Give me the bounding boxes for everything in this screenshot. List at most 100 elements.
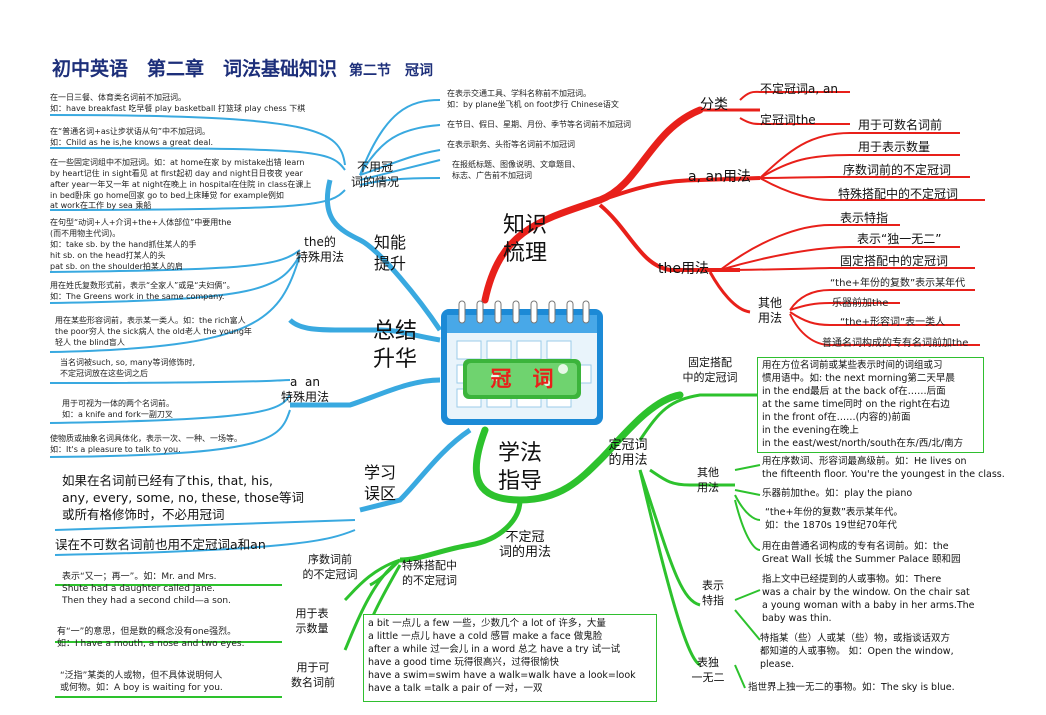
branch-knowledge: 知识 梳理 bbox=[502, 213, 547, 266]
fixed-text-6: in the evening在晚上 bbox=[762, 425, 859, 436]
other-item-1: “the+年份的复数”表示某年代 bbox=[830, 278, 966, 289]
countable-text-1: “泛指”某类的人或物，但不具体说明何人 bbox=[60, 671, 223, 681]
special-text-1: a bit 一点儿 a few 一些，少数几个 a lot of 许多，大量 bbox=[368, 618, 606, 629]
the-special-1c: 如：take sb. by the hand抓住某人的手 bbox=[50, 240, 197, 249]
a-an-special-3b: 如：It's a pleasure to talk to you. bbox=[50, 445, 181, 454]
no-article-left-3c: after year一年又一年 at night在晚上 in hospital在… bbox=[50, 180, 312, 189]
the-other-use-label: 其他 用法 bbox=[757, 296, 782, 325]
special-collocation-box bbox=[363, 614, 657, 702]
quantity-label: 用于表 示数量 bbox=[295, 607, 329, 635]
def-other-4b: Great Wall 长城 the Summer Palace 颐和园 bbox=[762, 554, 961, 565]
no-article-label: 不用冠 词的情况 bbox=[350, 160, 399, 189]
def-other-label: 其他 用法 bbox=[697, 466, 719, 494]
fixed-text-3: in the end最后 at the back of在……后面 bbox=[762, 386, 946, 397]
a-an-special-2b: 如：a knife and fork一副刀叉 bbox=[62, 410, 173, 419]
no-article-right-2: 在节日、假日、星期、月份、季节等名词前不加冠词 bbox=[447, 120, 631, 129]
branch-ability: 知能 提升 bbox=[373, 233, 406, 273]
branch-mistake: 学习 误区 bbox=[363, 463, 396, 503]
mistake-2: 误在不可数名词前也用不定冠词a和an bbox=[55, 537, 266, 552]
no-article-right-1a: 在表示交通工具、学科名称前不加冠词。 bbox=[447, 89, 591, 98]
ordinal-text-1: 表示“又一；再一”。如：Mr. and Mrs. bbox=[62, 572, 217, 582]
a-an-special-1a: 当名词被such, so, many等词修饰时, bbox=[60, 358, 195, 367]
quantity-text-1: 有“一”的意思，但是数的概念没有one强烈。 bbox=[57, 627, 237, 637]
specific-label: 表示 特指 bbox=[702, 579, 724, 607]
def-article: 定冠词the bbox=[760, 113, 816, 127]
no-article-right-4a: 在报纸标题、图像说明、文章题目、 bbox=[452, 160, 580, 169]
a-an-item-2: 用于表示数量 bbox=[858, 140, 931, 154]
no-article-left-2b: 如：Child as he is,he knows a great deal. bbox=[50, 138, 213, 147]
no-article-left-3d: in bed卧床 go home回家 go to bed上床睡觉 for exa… bbox=[50, 191, 284, 200]
other-item-2: 乐器前加the bbox=[832, 298, 889, 309]
def-other-2: 乐器前加the。如：play the piano bbox=[762, 488, 913, 499]
fixed-text-4: at the same time同时 on the right在右边 bbox=[762, 399, 950, 410]
unique-label: 表独 一无二 bbox=[691, 656, 725, 684]
special-text-3: after a while 过一会儿 in a word 总之 have a t… bbox=[368, 644, 621, 655]
specific-1a: 指上文中已经提到的人或事物。如：There bbox=[762, 574, 942, 585]
fixed-text-7: in the east/west/north/south在东/西/北/南方 bbox=[762, 438, 964, 449]
a-an-item-1: 用于可数名词前 bbox=[858, 118, 943, 132]
other-item-3: “the+形容词”表一类人 bbox=[840, 317, 946, 328]
the-item-3: 固定搭配中的定冠词 bbox=[840, 254, 949, 268]
a-an-special-3a: 使物质或抽象名词具体化，表示一次、一种、一场等。 bbox=[50, 434, 242, 443]
unique-text: 指世界上独一无二的事物。如：The sky is blue. bbox=[748, 682, 955, 693]
classify-label: 分类 bbox=[700, 97, 728, 113]
no-article-left-3a: 在一些固定词组中不加冠词。如：at home在家 by mistake出错 le… bbox=[50, 158, 305, 167]
the-special-1b: (而不用物主代词)。 bbox=[50, 229, 121, 238]
countable-label: 用于可 数名词前 bbox=[291, 661, 335, 689]
no-article-right-3: 在表示职务、头衔等名词前不加冠词 bbox=[447, 140, 575, 149]
page-title: 初中英语 第二章 词法基础知识第二节 冠词 bbox=[52, 54, 433, 81]
fixed-label: 固定搭配 中的定冠词 bbox=[682, 356, 738, 384]
mistake-1b: any, every, some, no, these, those等词 bbox=[62, 490, 305, 505]
specific-1b: was a chair by the window. On the chair … bbox=[762, 587, 970, 598]
the-special-3a: 用在某些形容词前，表示某一类人。如：the rich富人 bbox=[55, 316, 246, 325]
special-text-4: have a good time 玩得很高兴，过得很愉快 bbox=[368, 657, 559, 668]
indef-article: 不定冠词a, an bbox=[760, 82, 838, 96]
branch-summary: 总结 升华 bbox=[372, 319, 417, 372]
countable-text-2: 或何物。如：A boy is waiting for you. bbox=[60, 683, 223, 693]
def-other-1a: 用在序数词、形容词最高级前。如：He lives on bbox=[762, 456, 967, 467]
mistake-1a: 如果在名词前已经有了this, that, his, bbox=[62, 473, 273, 488]
specific-2b: 都知道的人或事物。 如：Open the window, bbox=[760, 646, 954, 657]
specific-2a: 特指某（些）人或某（些）物，或指谈话双方 bbox=[760, 633, 951, 644]
ordinal-text-3: Then they had a second child—a son. bbox=[62, 596, 231, 606]
fixed-text-1: 用在方位名词前或某些表示时间的词组或习 bbox=[762, 360, 943, 371]
a-an-special-label: a an 特殊用法 bbox=[280, 375, 329, 404]
a-an-special-1b: 不定冠词放在这些词之后 bbox=[60, 369, 148, 378]
the-item-2: 表示“独一无二” bbox=[857, 232, 942, 246]
specific-2c: please. bbox=[760, 659, 795, 670]
title-main: 初中英语 第二章 词法基础知识 bbox=[52, 58, 338, 80]
a-an-use-label: a, an用法 bbox=[688, 169, 751, 185]
fixed-text-5: in the front of在……(内容的)前面 bbox=[762, 412, 911, 423]
the-special-3b: the poor穷人 the sick病人 the old老人 the youn… bbox=[55, 327, 252, 336]
special-text-2: a little 一点儿 have a cold 感冒 make a face … bbox=[368, 631, 603, 642]
fixed-text-2: 惯用语中。如: the next morning第二天早晨 bbox=[762, 373, 955, 384]
quantity-text-2: 如：I have a mouth, a nose and two eyes. bbox=[57, 639, 245, 649]
calendar-icon: 冠 词 bbox=[437, 297, 607, 429]
no-article-left-1b: 如：have breakfast 吃早餐 play basketball 打篮球… bbox=[50, 104, 306, 113]
def-other-3b: 如：the 1870s 19世纪70年代 bbox=[765, 520, 897, 531]
indef-use-label: 不定冠 词的用法 bbox=[498, 530, 551, 560]
the-special-1e: pat sb. on the shoulder拍某人的肩 bbox=[50, 262, 183, 271]
specific-1c: a young woman with a baby in her arms.Th… bbox=[762, 600, 975, 611]
def-other-3a: “the+年份的复数”表示某年代。 bbox=[765, 507, 903, 518]
def-other-1b: the fifteenth floor. You're the youngest… bbox=[762, 469, 1005, 480]
fixed-box bbox=[757, 357, 984, 453]
the-special-1d: hit sb. on the head打某人的头 bbox=[50, 251, 166, 260]
special-text-5: have a swim=swim have a walk=walk have a… bbox=[368, 670, 636, 681]
the-special-2a: 用在姓氏复数形式前，表示“全家人”或是“夫妇俩”。 bbox=[50, 281, 235, 290]
the-special-2b: 如：The Greens work in the same company. bbox=[50, 292, 225, 301]
a-an-item-3: 序数词前的不定冠词 bbox=[843, 163, 952, 177]
a-an-item-4: 特殊搭配中的不定冠词 bbox=[838, 187, 959, 201]
title-sub: 第二节 冠词 bbox=[349, 63, 434, 79]
specific-1d: baby was thin. bbox=[762, 613, 832, 624]
no-article-left-3b: by heart记住 in sight看见 at first起初 day and… bbox=[50, 169, 303, 178]
no-article-left-1a: 在一日三餐、体育类名词前不加冠词。 bbox=[50, 93, 186, 102]
no-article-left-3e: at work在工作 by sea 乘船 bbox=[50, 201, 152, 210]
a-an-special-2a: 用于可视为一体的两个名词前。 bbox=[62, 399, 174, 408]
no-article-right-1b: 如：by plane坐飞机 on foot步行 Chinese语文 bbox=[447, 100, 619, 109]
center-label: 冠 词 bbox=[490, 367, 554, 391]
the-special-3c: 轻人 the blind盲人 bbox=[55, 338, 125, 347]
def-other-4a: 用在由普通名词构成的专有名词前。如：the bbox=[762, 541, 949, 552]
no-article-left-2a: 在“普通名词+as让步状语从句”中不加冠词。 bbox=[50, 127, 211, 136]
